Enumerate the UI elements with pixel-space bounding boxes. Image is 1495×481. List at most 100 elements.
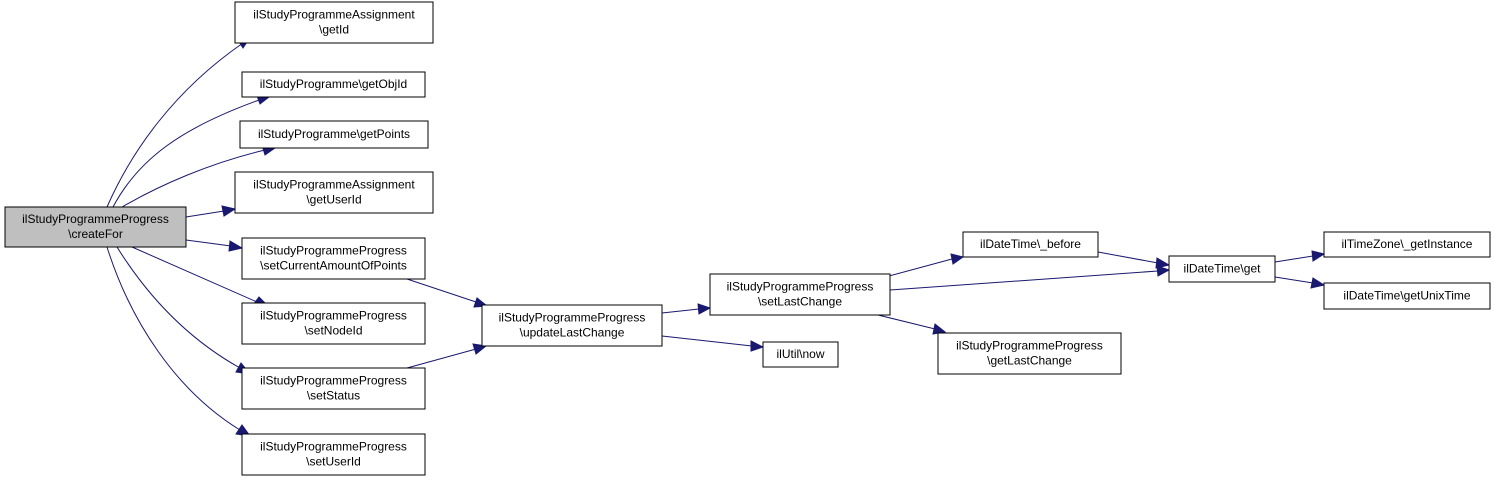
- edge-n_setlastchange-to-n_dt_before: [888, 253, 965, 277]
- edge-line: [889, 270, 1159, 291]
- node-box: [962, 231, 1099, 258]
- node-box: [241, 433, 426, 476]
- edge-line: [877, 314, 936, 330]
- graph-node-n_updatelastchange[interactable]: ilStudyProgrammeProgress\updateLastChang…: [481, 304, 663, 347]
- node-label-line: \getId: [319, 23, 349, 37]
- edge-line: [1274, 255, 1314, 263]
- graph-node-n_tz_getinstance[interactable]: ilTimeZone\_getInstance: [1323, 231, 1491, 258]
- graph-node-n_setcurrentamount[interactable]: ilStudyProgrammeProgress\setCurrentAmoun…: [241, 237, 426, 280]
- node-label-line: ilStudyProgrammeProgress: [727, 280, 874, 294]
- edge-root-to-n_setstatus: [116, 246, 252, 375]
- edge-line: [116, 246, 241, 369]
- node-label-line: \createFor: [68, 227, 123, 241]
- node-box: [1323, 282, 1491, 310]
- arrowhead-icon: [228, 240, 244, 252]
- node-box: [1323, 231, 1491, 258]
- node-box: [241, 302, 426, 345]
- edge-n_dt_get-to-n_tz_getinstance: [1274, 250, 1326, 263]
- edge-n_updatelastchange-to-n_util_now: [661, 335, 765, 352]
- edge-n_setlastchange-to-n_dt_get: [889, 265, 1171, 291]
- node-box: [241, 237, 426, 280]
- graph-node-n_dt_getunixtime[interactable]: ilDateTime\getUnixTime: [1323, 282, 1491, 310]
- edge-line: [185, 210, 225, 218]
- arrowhead-icon: [750, 340, 765, 352]
- edge-line: [661, 308, 700, 314]
- node-label-line: ilTimeZone\_getInstance: [1342, 237, 1473, 251]
- graph-node-n_setlastchange[interactable]: ilStudyProgrammeProgress\setLastChange: [709, 273, 891, 316]
- node-box: [481, 304, 663, 347]
- edge-line: [1274, 276, 1314, 284]
- arrowhead-icon: [1156, 265, 1171, 277]
- node-box: [762, 341, 839, 368]
- edge-n_setcurrentamount-to-n_updatelastchange: [406, 278, 489, 308]
- node-label-line: ilStudyProgrammeAssignment: [253, 178, 415, 192]
- edge-line: [121, 149, 266, 208]
- graph-node-n_prog_getpoints[interactable]: ilStudyProgramme\getPoints: [239, 120, 429, 149]
- node-label-line: ilStudyProgramme\getPoints: [258, 127, 410, 141]
- graph-node-n_getlastchange[interactable]: ilStudyProgrammeProgress\getLastChange: [937, 332, 1122, 375]
- edge-n_dt_get-to-n_dt_getunixtime: [1274, 276, 1326, 289]
- node-box: [234, 171, 434, 214]
- node-box: [4, 206, 187, 248]
- node-label-line: ilStudyProgramme\getObjId: [260, 77, 407, 91]
- node-box: [709, 273, 891, 316]
- node-box: [239, 120, 429, 149]
- graph-node-n_assign_getuserid[interactable]: ilStudyProgrammeAssignment\getUserId: [234, 171, 434, 214]
- node-box: [937, 332, 1122, 375]
- node-label-line: \getUserId: [306, 193, 361, 207]
- edge-root-to-n_setuserid: [106, 246, 252, 437]
- node-label-line: \setLastChange: [758, 295, 842, 309]
- graph-node-n_dt_before[interactable]: ilDateTime\_before: [962, 231, 1099, 258]
- node-label-line: ilDateTime\getUnixTime: [1343, 289, 1470, 303]
- graph-node-n_prog_getobjid[interactable]: ilStudyProgramme\getObjId: [241, 71, 426, 98]
- node-label-line: ilStudyProgrammeProgress: [260, 309, 407, 323]
- node-label-line: ilDateTime\get: [1184, 262, 1262, 276]
- edge-line: [112, 98, 263, 208]
- node-label-line: \updateLastChange: [520, 326, 625, 340]
- graph-node-n_util_now[interactable]: ilUtil\now: [762, 341, 839, 368]
- node-label-line: \setStatus: [307, 389, 360, 403]
- node-box: [241, 367, 426, 410]
- edges-layer: [106, 38, 1326, 437]
- edge-line: [661, 335, 753, 347]
- root-node-root[interactable]: ilStudyProgrammeProgress\createFor: [4, 206, 187, 248]
- node-label-line: ilStudyProgrammeAssignment: [253, 8, 415, 22]
- edge-n_setlastchange-to-n_getlastchange: [877, 314, 947, 335]
- edge-root-to-n_assign_getuserid: [185, 205, 237, 218]
- edge-line: [106, 42, 244, 208]
- node-label-line: ilDateTime\_before: [980, 237, 1081, 251]
- node-box: [1168, 255, 1276, 283]
- arrowhead-icon: [950, 253, 965, 265]
- edge-line: [185, 239, 232, 247]
- node-label-line: \getLastChange: [987, 354, 1072, 368]
- node-label-line: ilStudyProgrammeProgress: [260, 244, 407, 258]
- node-label-line: \setNodeId: [304, 324, 362, 338]
- arrowhead-icon: [1155, 257, 1171, 269]
- node-label-line: ilStudyProgrammeProgress: [22, 212, 169, 226]
- arrowhead-icon: [1310, 277, 1326, 289]
- graph-node-n_setstatus[interactable]: ilStudyProgrammeProgress\setStatus: [241, 367, 426, 410]
- node-label-line: ilUtil\now: [776, 347, 824, 361]
- node-box: [241, 71, 426, 98]
- node-label-line: \setUserId: [306, 455, 361, 469]
- graph-node-n_dt_get[interactable]: ilDateTime\get: [1168, 255, 1276, 283]
- graph-node-n_assign_getid[interactable]: ilStudyProgrammeAssignment\getId: [234, 1, 434, 44]
- node-label-line: ilStudyProgrammeProgress: [260, 440, 407, 454]
- node-label-line: ilStudyProgrammeProgress: [499, 311, 646, 325]
- node-label-line: ilStudyProgrammeProgress: [956, 339, 1103, 353]
- arrowhead-icon: [1311, 250, 1326, 262]
- node-label-line: ilStudyProgrammeProgress: [260, 374, 407, 388]
- graph-node-n_setuserid[interactable]: ilStudyProgrammeProgress\setUserId: [241, 433, 426, 476]
- arrowhead-icon: [697, 303, 712, 315]
- edge-root-to-n_assign_getid: [106, 38, 250, 208]
- graph-node-n_setnodeid[interactable]: ilStudyProgrammeProgress\setNodeId: [241, 302, 426, 345]
- node-box: [234, 1, 434, 44]
- edge-root-to-n_setcurrentamount: [185, 239, 244, 252]
- nodes-layer: ilStudyProgrammeProgress\createForilStud…: [4, 1, 1491, 476]
- edge-n_updatelastchange-to-n_setlastchange: [661, 303, 712, 315]
- edge-line: [106, 246, 241, 431]
- edge-line: [1097, 251, 1159, 264]
- edge-n_dt_before-to-n_dt_get: [1097, 251, 1171, 269]
- edge-line: [131, 246, 258, 303]
